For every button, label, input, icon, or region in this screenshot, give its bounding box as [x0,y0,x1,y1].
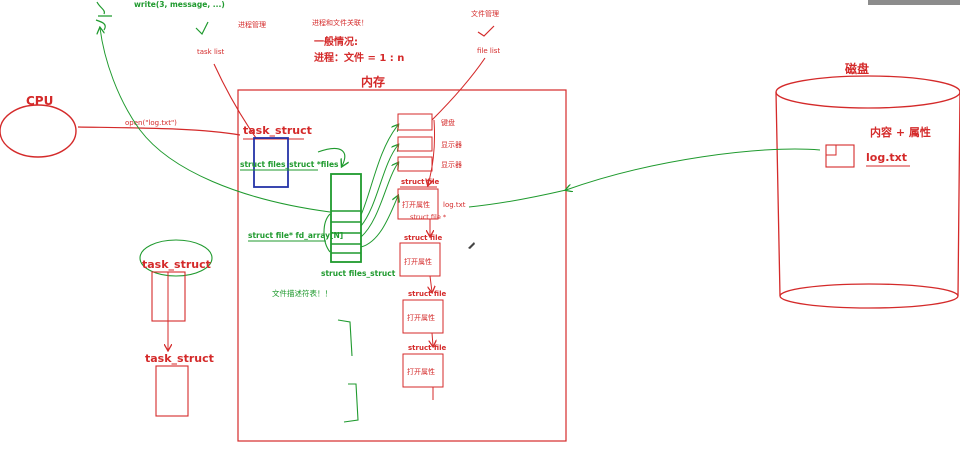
disk-to-memory-arrow [566,149,820,190]
struct-file-1-attr: 打开属性 [402,200,430,209]
task-struct-label: task_struct [243,124,312,137]
task-list-label: task list [197,48,224,56]
struct-file-1: struct file 打开属性 struct file * [398,178,447,221]
left-task-struct-1-label: task_struct [142,258,211,271]
struct-file-4: struct file 打开属性 [403,344,446,387]
struct-file-2: struct file 打开属性 [400,234,442,276]
cpu-ellipse [0,105,76,157]
file-list-line [432,58,485,120]
memory-label: 内存 [361,74,385,89]
webcam-thumbnail [868,0,960,5]
left-task-struct-2: task_struct [145,352,214,416]
struct-file-3: struct file 打开属性 [403,290,446,333]
disk-file-fold [826,145,836,155]
fd-array-label: struct file* fd_array[N] [248,231,343,240]
general-title: 一般情况: [314,35,358,48]
file-list-label: file list [477,47,500,55]
struct-file-4-title: struct file [408,344,446,352]
device-display2-box [398,157,432,171]
cpu-node: CPU [0,94,76,157]
write-scribble [96,2,112,30]
open-arrow [78,127,240,135]
memory-log-link [469,190,566,207]
disk-cylinder [776,76,960,308]
check-mark-1 [196,22,208,34]
left-task-struct-1: task_struct [140,240,212,321]
struct-file-4-attr: 打开属性 [407,367,435,376]
device-keyboard-box [398,114,432,130]
disk-file-label: log.txt [866,151,907,164]
pencil-cursor-icon [468,242,475,249]
log-txt-mem-label: log.txt [443,201,466,209]
struct-file-1-extra: struct file * [410,213,447,221]
memory-scribbles [338,320,358,422]
left-task-struct-2-label: task_struct [145,352,214,365]
struct-file-3-title: struct file [408,290,446,298]
device-display2-label: 显示器 [441,161,462,169]
device-list: 键盘 显示器 显示器 [398,114,462,171]
disk-file-icon [826,145,854,167]
general-ratio: 进程：文件 = 1 : n [314,51,404,64]
process-file-link-label: 进程和文件关联！ [312,18,368,27]
process-mgmt-label: 进程管理 [238,20,266,29]
disk-top [776,76,960,108]
device-keyboard-label: 键盘 [441,118,455,127]
fd-pointer-arrows [361,125,398,247]
device-display1-box [398,137,432,151]
left-task-struct-2-box [156,366,188,416]
struct-file-3-attr: 打开属性 [407,313,435,322]
fd-array-outer [331,174,361,262]
disk-label: 磁盘 [844,61,869,76]
disk-content-attr-label: 内容 + 属性 [870,125,931,139]
check-mark-2 [478,26,494,36]
file-mgmt-label: 文件管理 [471,9,499,18]
files-struct-label: struct files_struct [321,269,396,278]
files-struct-array [331,174,361,262]
struct-file-1-title: struct file [401,178,439,186]
disk-sides [776,92,960,296]
cpu-label: CPU [26,94,53,108]
device-display1-label: 显示器 [441,141,462,149]
fd-note-label: 文件描述符表！！ [272,288,332,298]
disk-bottom [780,284,958,308]
struct-file-2-attr: 打开属性 [404,257,432,266]
write-call-label: write(3, message, ...) [134,0,225,9]
files-ptr-label: struct files_struct *files [240,160,339,169]
struct-file-2-title: struct file [404,234,442,242]
